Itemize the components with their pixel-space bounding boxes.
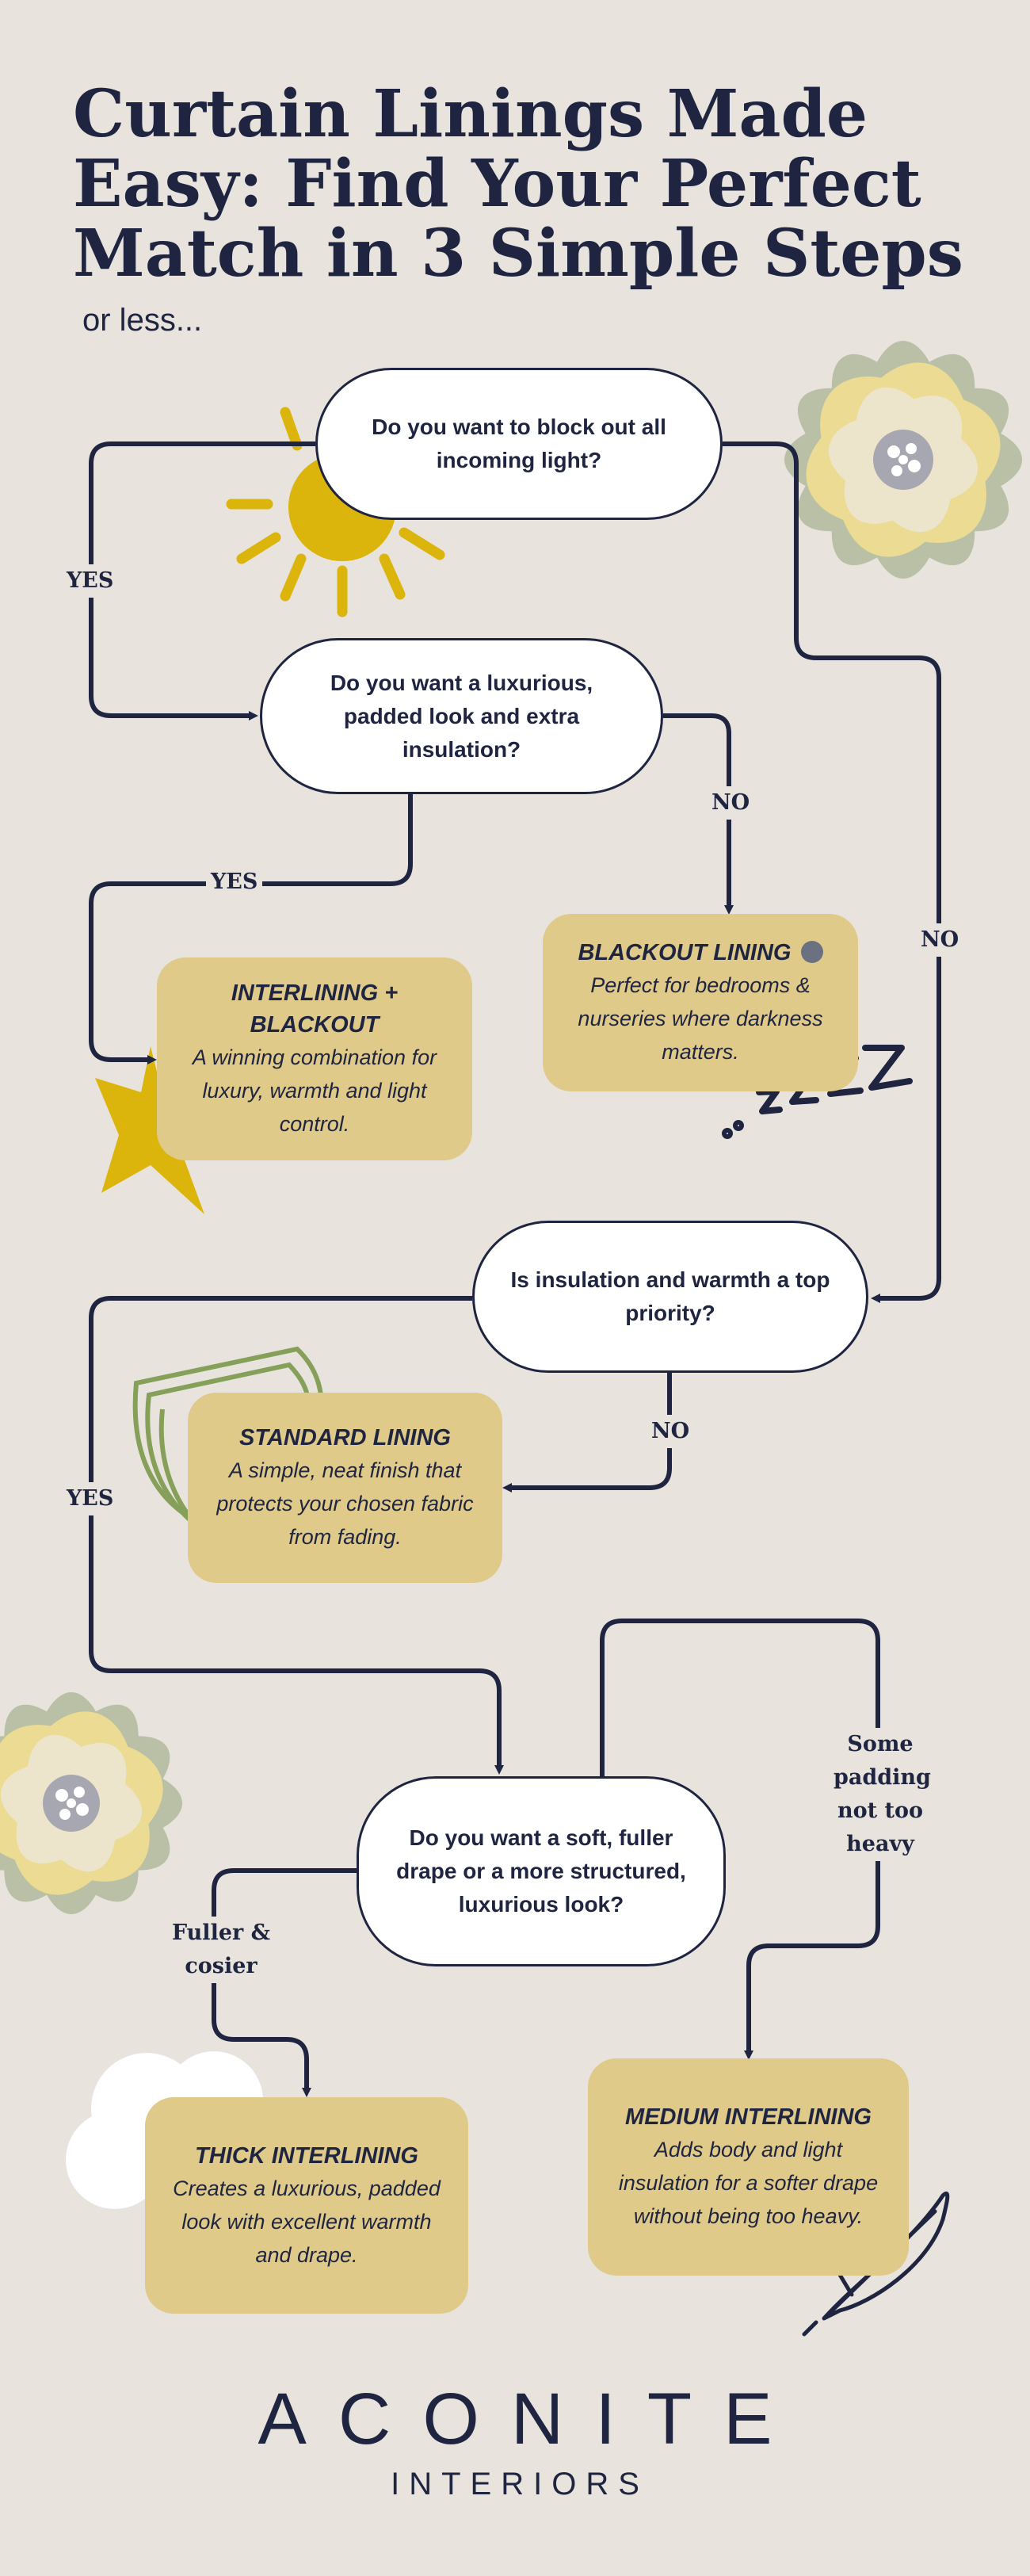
label-q1-yes: YES — [62, 564, 119, 598]
answer-title: BLACKOUT LINING — [578, 937, 823, 969]
answer-title: THICK INTERLINING — [195, 2142, 418, 2169]
connector-q4-left — [212, 1868, 357, 2097]
answer-description: Perfect for bedrooms & nurseries where d… — [578, 973, 823, 1064]
page-subtitle: or less... — [82, 303, 203, 338]
answer-description: A simple, neat finish that protects your… — [216, 1458, 474, 1549]
flower-icon — [0, 1692, 182, 1914]
answer-title: MEDIUM INTERLINING — [625, 2104, 872, 2130]
answer-blackout-lining: BLACKOUT LINING Perfect for bedrooms & n… — [543, 914, 858, 1091]
question-insulation-priority: Is insulation and warmth a top priority? — [472, 1221, 868, 1373]
answer-description: Adds body and light insulation for a sof… — [618, 2138, 879, 2228]
star-icon — [95, 1046, 208, 1214]
flower-icon — [784, 341, 1022, 579]
label-q4-left: Fuller & cosier — [165, 1917, 277, 1983]
brand-logo-name: ACONITE — [258, 2379, 804, 2459]
moon-icon — [800, 941, 823, 963]
label-q3-no: NO — [647, 1415, 695, 1448]
answer-standard-lining: STANDARD LINING A simple, neat finish th… — [188, 1393, 502, 1583]
label-q1-no: NO — [916, 923, 964, 957]
connector-q1-no — [723, 441, 941, 1303]
answer-medium-interlining: MEDIUM INTERLINING Adds body and light i… — [588, 2058, 909, 2276]
connector-q2-no — [663, 713, 734, 915]
answer-title: STANDARD LINING — [239, 1425, 451, 1450]
answer-title: INTERLINING + BLACKOUT — [231, 980, 399, 1038]
question-drape-style: Do you want a soft, fuller drape or a mo… — [357, 1776, 726, 1966]
label-q3-yes: YES — [62, 1482, 119, 1515]
brand-logo-tagline: INTERIORS — [391, 2467, 649, 2501]
label-q2-no: NO — [707, 786, 755, 820]
answer-description: A winning combination for luxury, warmth… — [192, 1045, 437, 1136]
connector-q3-yes — [89, 1296, 504, 1775]
connector-q2-yes — [89, 794, 413, 1064]
label-q4-right: Some padding not too heavy — [829, 1728, 932, 1861]
page-title: Curtain Linings Made Easy: Find Your Per… — [73, 76, 963, 292]
question-padded-look: Do you want a luxurious, padded look and… — [260, 638, 663, 794]
question-block-light: Do you want to block out all incoming li… — [315, 368, 723, 520]
label-q2-yes: YES — [206, 866, 263, 899]
connector-q3-no — [502, 1371, 672, 1492]
answer-thick-interlining: THICK INTERLINING Creates a luxurious, p… — [145, 2097, 468, 2314]
answer-interlining-blackout: INTERLINING + BLACKOUT A winning combina… — [157, 957, 472, 1160]
answer-description: Creates a luxurious, padded look with ex… — [173, 2176, 441, 2267]
